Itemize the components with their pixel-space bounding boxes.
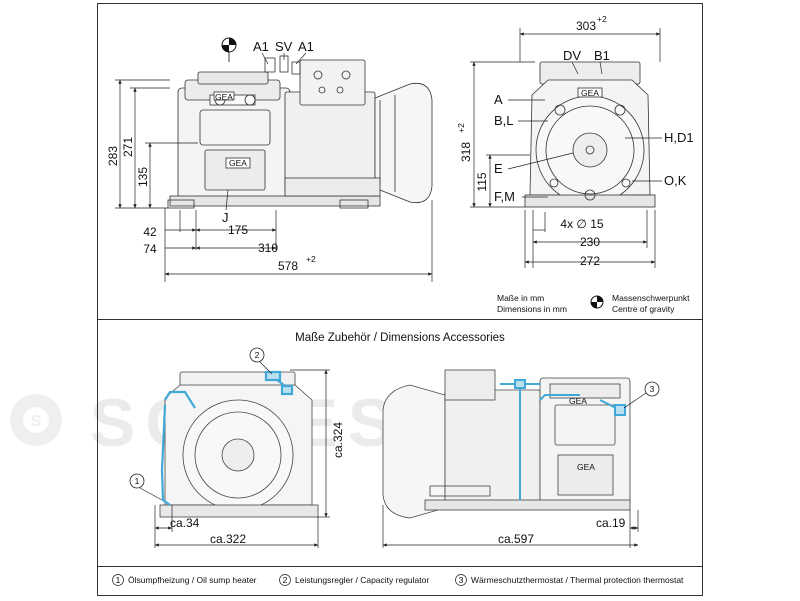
bottom-frame bbox=[97, 319, 703, 596]
gea-logo: GEA bbox=[215, 92, 233, 102]
tolerance-label: +2 bbox=[456, 123, 466, 133]
gea-logo: GEA bbox=[581, 88, 599, 98]
port-label-b1: B1 bbox=[594, 48, 610, 63]
watermark-logo-icon: S bbox=[10, 394, 62, 446]
legend-item-2: 2 Leistungsregler / Capacity regulator bbox=[279, 574, 429, 586]
center-of-gravity-icon bbox=[221, 37, 237, 62]
cog-label-en: Centre of gravity bbox=[612, 304, 675, 314]
port-label-b-l: B,L bbox=[494, 113, 514, 128]
gea-logo: GEA bbox=[229, 158, 247, 168]
dim-74: 74 bbox=[143, 242, 157, 256]
port-label-o-k: O,K bbox=[664, 173, 687, 188]
dim-42: 42 bbox=[143, 225, 157, 239]
dim-ca-597: ca.597 bbox=[498, 532, 534, 546]
front-accessory-dims bbox=[154, 369, 330, 548]
port-label-a1: A1 bbox=[298, 39, 314, 54]
port-label-a: A bbox=[494, 92, 503, 107]
accessory-side-view bbox=[382, 369, 631, 519]
dim-bolt-holes: 4x ∅ 15 bbox=[560, 217, 603, 231]
accessory-side-parts bbox=[500, 379, 626, 500]
legend-num-3: 3 bbox=[459, 575, 464, 585]
tolerance-label: +2 bbox=[597, 14, 607, 24]
accessory-front-view bbox=[159, 371, 319, 518]
port-label-dv: DV bbox=[563, 48, 581, 63]
port-label-a1: A1 bbox=[253, 39, 269, 54]
side-accessory-dims bbox=[382, 505, 639, 548]
dim-175: 175 bbox=[228, 223, 248, 237]
callout-3-number: 3 bbox=[650, 384, 655, 394]
legend-num-2: 2 bbox=[283, 575, 288, 585]
units-en: Dimensions in mm bbox=[497, 304, 567, 314]
dim-303: 303 bbox=[576, 19, 596, 33]
port-label-sv: SV bbox=[275, 39, 293, 54]
port-label-f-m: F,M bbox=[494, 189, 515, 204]
dim-283: 283 bbox=[106, 146, 120, 166]
legend-text-1: Ölsumpfheizung / Oil sump heater bbox=[128, 575, 257, 585]
dim-ca-322: ca.322 bbox=[210, 532, 246, 546]
gea-logo: GEA bbox=[577, 462, 595, 472]
tolerance-label: +2 bbox=[306, 254, 316, 264]
legend-text-3: Wärmeschutzthermostat / Thermal protecti… bbox=[471, 575, 684, 585]
dim-115: 115 bbox=[475, 172, 489, 191]
dim-578: 578 bbox=[278, 259, 298, 273]
center-of-gravity-icon bbox=[590, 295, 604, 309]
dim-ca-19: ca.19 bbox=[596, 516, 626, 530]
dim-ca-34: ca.34 bbox=[170, 516, 200, 530]
legend-item-3: 3 Wärmeschutzthermostat / Thermal protec… bbox=[455, 574, 684, 586]
side-dims-horizontal bbox=[164, 200, 433, 282]
legend-item-1: 1 Ölsumpfheizung / Oil sump heater bbox=[112, 574, 257, 586]
port-label-h-d1: H,D1 bbox=[664, 130, 694, 145]
side-dims-vertical bbox=[115, 79, 198, 209]
end-dims bbox=[470, 28, 661, 268]
callout-2-number: 2 bbox=[255, 350, 260, 360]
callout-2 bbox=[249, 347, 273, 375]
callout-1-number: 1 bbox=[135, 476, 140, 486]
port-leaders bbox=[225, 52, 307, 211]
port-label-j: J bbox=[222, 210, 229, 225]
callout-1 bbox=[129, 473, 163, 501]
cog-label-de: Massenschwerpunkt bbox=[612, 293, 690, 303]
dim-310: 310 bbox=[258, 241, 278, 255]
dim-ca-324: ca.324 bbox=[331, 422, 345, 458]
units-de: Maße in mm bbox=[497, 293, 544, 303]
dim-318: 318 bbox=[459, 142, 473, 162]
svg-text:S: S bbox=[31, 413, 42, 430]
legend-num-1: 1 bbox=[116, 575, 121, 585]
dim-271: 271 bbox=[121, 137, 135, 157]
accessories-title: Maße Zubehör / Dimensions Accessories bbox=[295, 332, 505, 344]
dim-272: 272 bbox=[580, 254, 600, 268]
compressor-end-view bbox=[524, 61, 656, 208]
gea-logo: GEA bbox=[569, 396, 587, 406]
accessory-front-parts bbox=[160, 370, 294, 506]
callout-3 bbox=[623, 381, 660, 409]
dim-230: 230 bbox=[580, 235, 600, 249]
compressor-side-view bbox=[167, 55, 433, 209]
end-port-leaders bbox=[507, 61, 662, 198]
legend-text-2: Leistungsregler / Capacity regulator bbox=[295, 575, 429, 585]
dim-135: 135 bbox=[136, 167, 150, 187]
port-label-e: E bbox=[494, 161, 503, 176]
